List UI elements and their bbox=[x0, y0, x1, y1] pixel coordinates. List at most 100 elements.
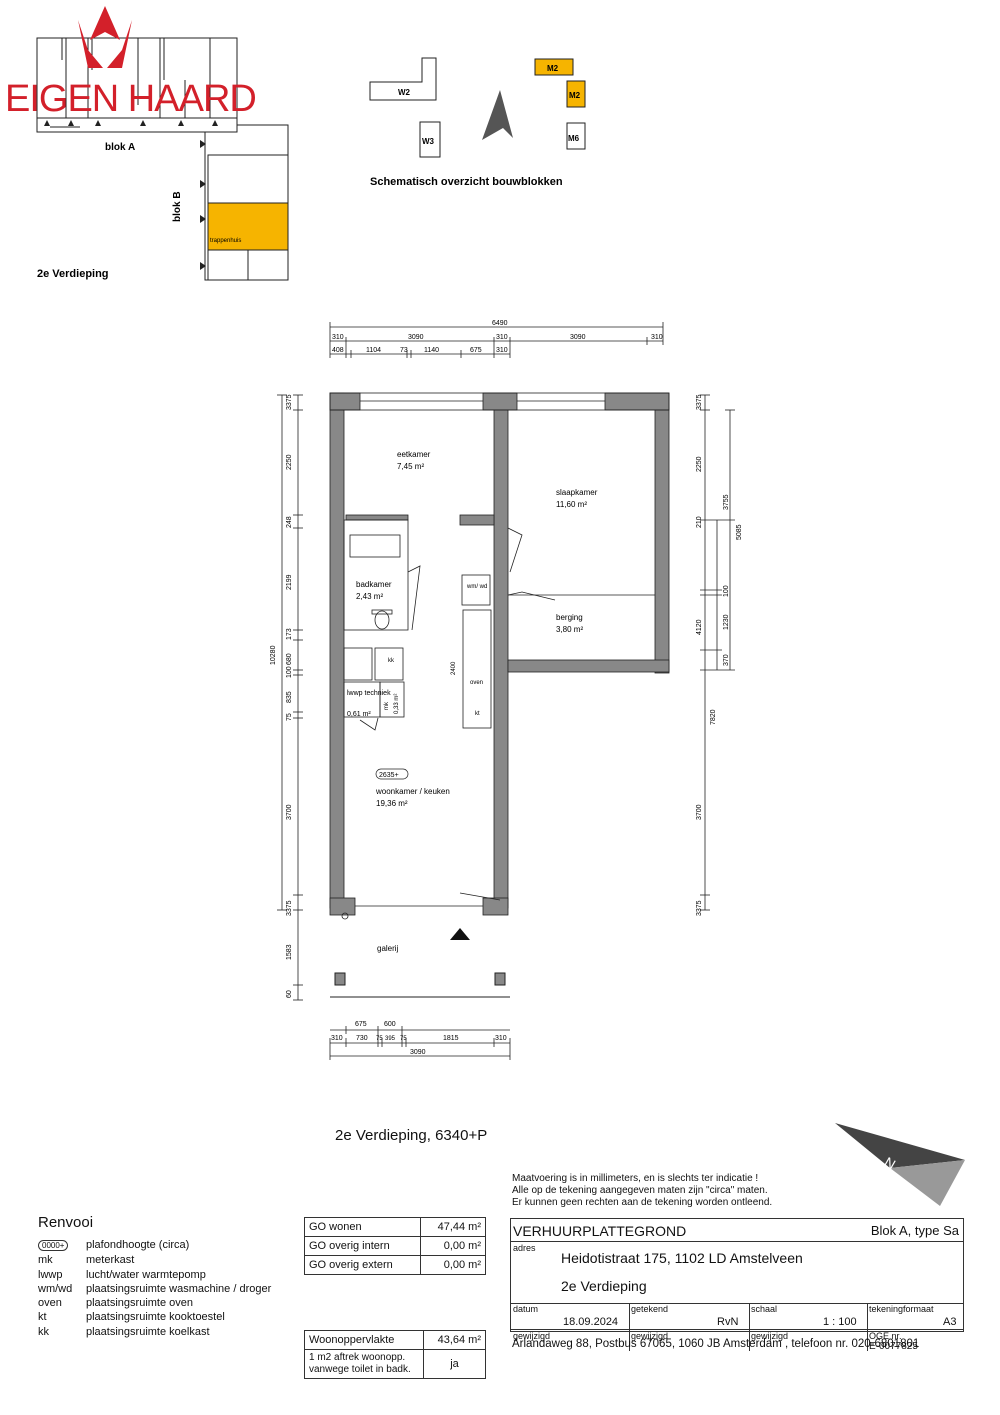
title-block-type: Blok A, type Sa bbox=[870, 1223, 959, 1238]
dim-r8: 3375 bbox=[696, 900, 703, 916]
block-w2: W2 bbox=[398, 88, 411, 97]
logo-text: EIGEN HAARD bbox=[5, 78, 257, 120]
legend-text: plafondhoogte (circa) bbox=[86, 1239, 190, 1251]
fixture-kt: kt bbox=[475, 711, 480, 717]
gewijzigd-2: gewijzigd bbox=[631, 1331, 669, 1341]
block-m6: M6 bbox=[568, 134, 580, 143]
room-slaapkamer-area: 11,60 m² bbox=[556, 500, 587, 509]
dim-l8: 835 bbox=[286, 691, 293, 703]
north-arrow-icon: N bbox=[835, 1123, 965, 1206]
blok-a-label: blok A bbox=[105, 142, 135, 153]
dim-rt3: 4120 bbox=[696, 619, 703, 635]
room-woonkamer-area: 19,36 m² bbox=[376, 799, 408, 808]
keyplan-floor-label: 2e Verdieping bbox=[37, 268, 109, 280]
entrance-arrow-icon bbox=[450, 928, 470, 940]
gewijzigd-1: gewijzigd bbox=[513, 1331, 551, 1341]
fixture-kk: kk bbox=[388, 658, 395, 664]
legend-text: plaatsingsruimte koelkast bbox=[86, 1325, 210, 1338]
dim-rt2: 5085 bbox=[736, 524, 743, 540]
room-badkamer: badkamer bbox=[356, 580, 392, 589]
legend-item: wm/wd plaatsingsruimte wasmachine / droge… bbox=[38, 1282, 271, 1296]
datum: 18.09.2024 bbox=[563, 1316, 619, 1328]
dim-rt4: 7820 bbox=[710, 709, 717, 725]
legend-code: lwwp bbox=[38, 1268, 63, 1281]
schaal: 1 : 100 bbox=[823, 1316, 857, 1328]
address: Heidotistraat 175, 1102 LD Amstelveen bbox=[561, 1250, 803, 1266]
address-label: adres bbox=[513, 1243, 536, 1253]
room-woonkamer: woonkamer / keuken bbox=[375, 787, 450, 796]
title-block-title: VERHUURPLATTEGROND bbox=[513, 1223, 687, 1239]
room-slaapkamer: slaapkamer bbox=[556, 488, 598, 497]
floor-plan: 6490 310 3090 310 3090 310 408 1104 73 1… bbox=[270, 320, 743, 1060]
legend-list: 0000+ plafondhoogte (circa) mk meterkast l… bbox=[38, 1238, 271, 1339]
dim-l4: 2199 bbox=[286, 574, 293, 590]
room-berging-area: 3,80 m² bbox=[556, 625, 583, 634]
legend-code: wm/wd bbox=[38, 1282, 73, 1295]
dim-u6: 310 bbox=[496, 347, 508, 354]
legend-code: mk bbox=[38, 1254, 53, 1267]
dim-rt1: 3755 bbox=[723, 494, 730, 510]
dim-r5: 1230 bbox=[723, 614, 730, 630]
kitchen-dim: 2400 bbox=[451, 661, 457, 675]
living-area-note: 1 m2 aftrek woonopp. vanwege toilet in b… bbox=[304, 1349, 424, 1379]
living-area-note-value: ja bbox=[423, 1349, 486, 1379]
room-galerij: galerij bbox=[377, 944, 399, 953]
dim-c7: 310 bbox=[495, 1035, 507, 1042]
dim-l1: 3375 bbox=[286, 394, 293, 410]
area-label: GO overig intern bbox=[304, 1236, 421, 1256]
dim-c3: 75 bbox=[376, 1036, 383, 1042]
dim-l13: 60 bbox=[286, 990, 293, 998]
dim-r1: 3375 bbox=[696, 394, 703, 410]
oge: E-0077825 bbox=[869, 1341, 918, 1352]
format-label: tekeningformaat bbox=[869, 1304, 934, 1314]
living-area-value: 43,64 m² bbox=[423, 1330, 486, 1350]
dim-l6: 680 bbox=[286, 653, 293, 665]
dim-t4: 3090 bbox=[570, 334, 586, 341]
dim-r6: 370 bbox=[723, 654, 730, 666]
legend-text: lucht/water warmtepomp bbox=[86, 1268, 206, 1281]
disclaimer-line: Er kunnen geen rechten aan de tekening w… bbox=[512, 1197, 773, 1208]
disclaimer-line: Alle op de tekening aangegeven maten zij… bbox=[512, 1185, 768, 1196]
area-label: GO wonen bbox=[304, 1217, 421, 1237]
dim-left-total: 10280 bbox=[270, 645, 277, 665]
blok-b-label: blok B bbox=[172, 191, 183, 222]
schaal-label: schaal bbox=[751, 1304, 778, 1314]
legend-text: meterkast bbox=[86, 1254, 135, 1267]
dim-u1: 408 bbox=[332, 347, 344, 354]
getekend: RvN bbox=[717, 1316, 739, 1328]
legend-item: 0000+ plafondhoogte (circa) bbox=[38, 1238, 271, 1253]
room-mk-area: 0,33 m² bbox=[394, 694, 400, 714]
legend-text: plaatsingsruimte oven bbox=[86, 1297, 194, 1310]
dim-l7: 100 bbox=[286, 666, 293, 678]
dim-l11: 3375 bbox=[286, 900, 293, 916]
dim-c2: 730 bbox=[356, 1035, 368, 1042]
dim-b2: 600 bbox=[384, 1021, 396, 1028]
dim-u4: 1140 bbox=[424, 347, 439, 354]
dim-u3: 73 bbox=[400, 347, 408, 354]
oge-label: OGE nr. bbox=[869, 1331, 902, 1341]
legend-code: 0000+ bbox=[38, 1240, 69, 1251]
title-block: VERHUURPLATTEGROND Blok A, type Sa adres… bbox=[510, 1218, 964, 1352]
dim-l5: 173 bbox=[286, 628, 293, 640]
dim-c1: 310 bbox=[331, 1035, 343, 1042]
dim-c4: 395 bbox=[385, 1036, 396, 1042]
legend-text: plaatsingsruimte wasmachine / droger bbox=[86, 1282, 272, 1295]
dim-t5: 310 bbox=[651, 334, 663, 341]
fixture-wmwd: wm/ wd bbox=[466, 584, 487, 590]
datum-label: datum bbox=[513, 1304, 539, 1314]
room-eetkamer: eetkamer bbox=[397, 450, 431, 459]
gewijzigd-3: gewijzigd bbox=[751, 1331, 789, 1341]
floor-title: 2e Verdieping, 6340+P bbox=[335, 1127, 488, 1144]
dim-t2: 3090 bbox=[408, 334, 424, 341]
blocks-overview: W2 W3 M2 M2 M6 M4 Schematisch overzicht … bbox=[369, 57, 586, 188]
dim-total: 6490 bbox=[492, 320, 508, 327]
area-value: 0,00 m² bbox=[419, 1236, 487, 1256]
dim-c5: 75 bbox=[400, 1036, 407, 1042]
dim-l9: 75 bbox=[286, 713, 293, 721]
